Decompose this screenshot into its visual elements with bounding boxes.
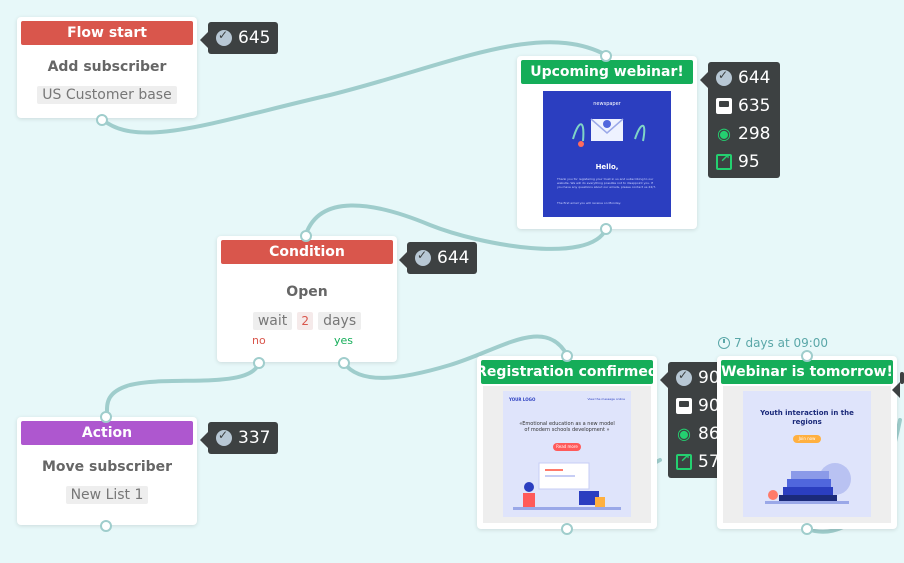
node-title: Add subscriber: [47, 59, 167, 75]
input-port[interactable]: [561, 350, 573, 362]
wait-value: 2: [297, 312, 313, 330]
email-link: View the message online: [587, 397, 625, 401]
node-upcoming-webinar[interactable]: Upcoming webinar! newspaper Hello, Thank…: [517, 56, 697, 229]
email-headline: Youth interaction in the regions: [760, 409, 854, 426]
list-chip: New List 1: [65, 486, 149, 504]
node-registration-confirmed[interactable]: Registration confirmed YOUR LOGO View th…: [476, 356, 658, 529]
delay-label: 7 days at 09:00: [718, 336, 828, 350]
wait-unit: days: [318, 312, 362, 330]
node-condition[interactable]: Condition Open wait 2 days no yes: [217, 236, 397, 362]
node-header: Condition: [221, 240, 393, 264]
output-port[interactable]: [100, 520, 112, 532]
check-circle-icon: [415, 248, 431, 266]
books-illustration: [765, 463, 851, 504]
stat-delivered: 337: [238, 428, 271, 448]
connector-no-to-action: [104, 361, 261, 417]
delay-text: 7 days at 09:00: [734, 336, 829, 350]
wait-label: wait: [252, 312, 293, 330]
stat-viewed: 86: [698, 424, 720, 444]
email-preview[interactable]: Youth interaction in the regions Join no…: [723, 386, 891, 523]
node-title: Open: [286, 284, 328, 300]
branch-no-label: no: [252, 334, 266, 347]
stat-opened: 90: [698, 396, 720, 416]
inbox-icon: [676, 398, 692, 414]
output-port[interactable]: [600, 223, 612, 235]
inbox-icon: [716, 98, 732, 114]
email-greeting: Hello,: [595, 163, 619, 171]
check-circle-icon: [676, 368, 692, 386]
node-header: Upcoming webinar!: [521, 60, 693, 84]
external-link-icon: [676, 451, 692, 470]
external-link-icon: [716, 151, 732, 170]
node-header: Action: [21, 421, 193, 445]
stat-viewed: 298: [738, 124, 771, 144]
output-port[interactable]: [96, 114, 108, 126]
classroom-illustration: [513, 462, 621, 510]
email-footer: The first email you will receive on Mond…: [557, 201, 621, 205]
input-port[interactable]: [801, 350, 813, 362]
envelope-illustration: [572, 118, 646, 147]
check-circle-icon: [216, 28, 232, 46]
stat-delivered: 644: [437, 248, 470, 268]
email-logo: YOUR LOGO: [509, 397, 536, 402]
stats-tooltip-condition: 644: [398, 242, 478, 274]
email-headline: «Emotional education as a new model of m…: [519, 421, 615, 433]
eye-icon: ◉: [677, 424, 691, 443]
stat-opened: 635: [738, 96, 771, 116]
output-port[interactable]: [801, 523, 813, 535]
stat-delivered: 645: [238, 28, 271, 48]
stats-tooltip-webinar-tomorrow-edge: [892, 372, 904, 398]
node-title: Move subscriber: [41, 459, 173, 475]
email-preview[interactable]: newspaper Hello, Thank you for registeri…: [523, 86, 691, 223]
email-cta-button: Read more: [553, 443, 581, 451]
stat-delivered: 90: [698, 368, 720, 388]
node-action[interactable]: Action Move subscriber New List 1: [17, 417, 197, 525]
branch-yes-label: yes: [334, 334, 354, 347]
output-port-yes[interactable]: [338, 357, 350, 369]
clock-icon: [718, 337, 730, 349]
output-port-no[interactable]: [253, 357, 265, 369]
segment-chip: US Customer base: [37, 86, 177, 104]
email-brand: newspaper: [593, 101, 621, 107]
node-header: Webinar is tomorrow!: [721, 360, 893, 384]
stats-tooltip-action: 337: [199, 422, 279, 454]
stat-delivered: 644: [738, 68, 771, 88]
stat-clicked: 95: [738, 152, 760, 172]
node-webinar-tomorrow[interactable]: Webinar is tomorrow! Youth interaction i…: [717, 356, 897, 529]
email-body: Thank you for registering your trust in …: [557, 177, 657, 189]
check-circle-icon: [216, 428, 232, 446]
check-circle-icon: [716, 68, 732, 86]
email-cta-button: Join now: [793, 435, 821, 443]
node-header: Registration confirmed: [476, 360, 658, 384]
stats-tooltip-flow-start: 645: [199, 22, 279, 54]
eye-icon: ◉: [717, 124, 731, 143]
input-port[interactable]: [600, 50, 612, 62]
stat-clicked: 57: [698, 452, 720, 472]
input-port[interactable]: [300, 230, 312, 242]
input-port[interactable]: [100, 411, 112, 423]
stats-tooltip-upcoming-webinar: 644 635 ◉ 298 95: [699, 62, 781, 178]
node-flow-start[interactable]: Flow start Add subscriber US Customer ba…: [17, 17, 197, 118]
email-preview[interactable]: YOUR LOGO View the message online «Emoti…: [483, 386, 651, 523]
output-port[interactable]: [561, 523, 573, 535]
node-header: Flow start: [21, 21, 193, 45]
